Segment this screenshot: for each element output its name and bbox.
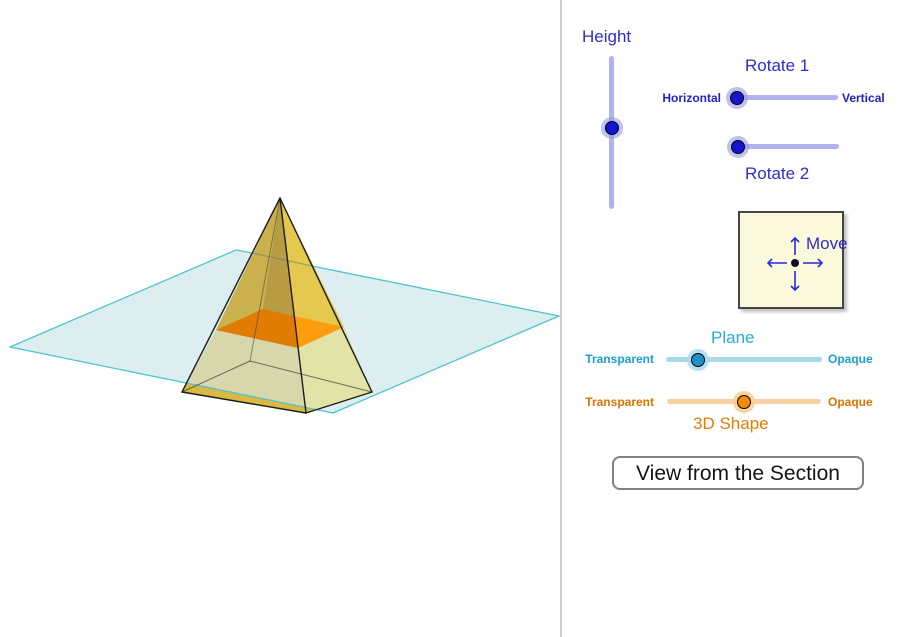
plane-back-edge-hidden [251,252,313,267]
pyramid-edge-base-back-left [181,360,251,393]
pyramid-edge-apex-right [279,197,373,393]
rotate2-slider-thumb[interactable] [727,136,749,158]
pyramid-base-gold-band [182,383,317,413]
move-left-arrow-icon [766,258,787,268]
rotate1-vertical-label: Vertical [842,91,885,105]
move-down-arrow-icon [790,271,800,292]
rotate1-horizontal-label: Horizontal [662,91,721,105]
pyramid-edge-apex-back [249,197,281,362]
cross-section-bright [294,316,344,348]
plane-slider-label: Plane [711,328,755,347]
view-from-section-button[interactable]: View from the Section [612,456,864,490]
plane-edge-bottom-left [9,346,334,414]
height-slider-thumb[interactable] [601,117,623,139]
move-pad[interactable] [738,211,844,309]
rotate2-slider-track[interactable] [737,144,839,149]
rotate1-slider-label: Rotate 1 [745,56,810,75]
plane-opaque-label: Opaque [828,352,873,366]
pyramid-upper-middle-overlap [263,198,298,348]
move-cross-icon [766,236,824,292]
pyramid-edge-apex-front [279,197,307,414]
shape-slider-label: 3D Shape [693,414,769,433]
shape-slider-thumb[interactable] [733,391,755,413]
pyramid-edge-base-back-right [249,360,373,393]
plane-slider-thumb[interactable] [687,349,709,371]
plane-edge-bottom-right [332,315,560,414]
shape-opaque-label: Opaque [828,395,873,409]
move-point[interactable] [791,259,799,267]
pyramid-upper-right-face [280,198,344,348]
pyramid-lower-right-face [298,327,372,413]
move-pad-label: Move [806,234,848,253]
height-slider-label: Height [582,27,632,46]
plane-edge-top-right [311,265,560,317]
pyramid-edge-apex-left [181,197,281,393]
shape-transparent-label: Transparent [585,395,654,409]
plane-edge-top-left [9,249,253,348]
rotate1-slider-thumb[interactable] [726,87,748,109]
pyramid-edge-base-front-right [305,391,373,414]
rotate2-slider-label: Rotate 2 [745,164,810,183]
move-up-arrow-icon [790,236,800,255]
plane-transparent-label: Transparent [585,352,654,366]
pyramid-edge-base-front-left [181,391,307,414]
panel-divider [560,0,562,637]
move-right-arrow-icon [803,258,824,268]
scene-svg[interactable] [0,0,560,637]
rotate1-slider-track[interactable] [736,95,838,100]
cross-section-dark [216,309,298,348]
plane-slider-track[interactable] [666,357,822,362]
